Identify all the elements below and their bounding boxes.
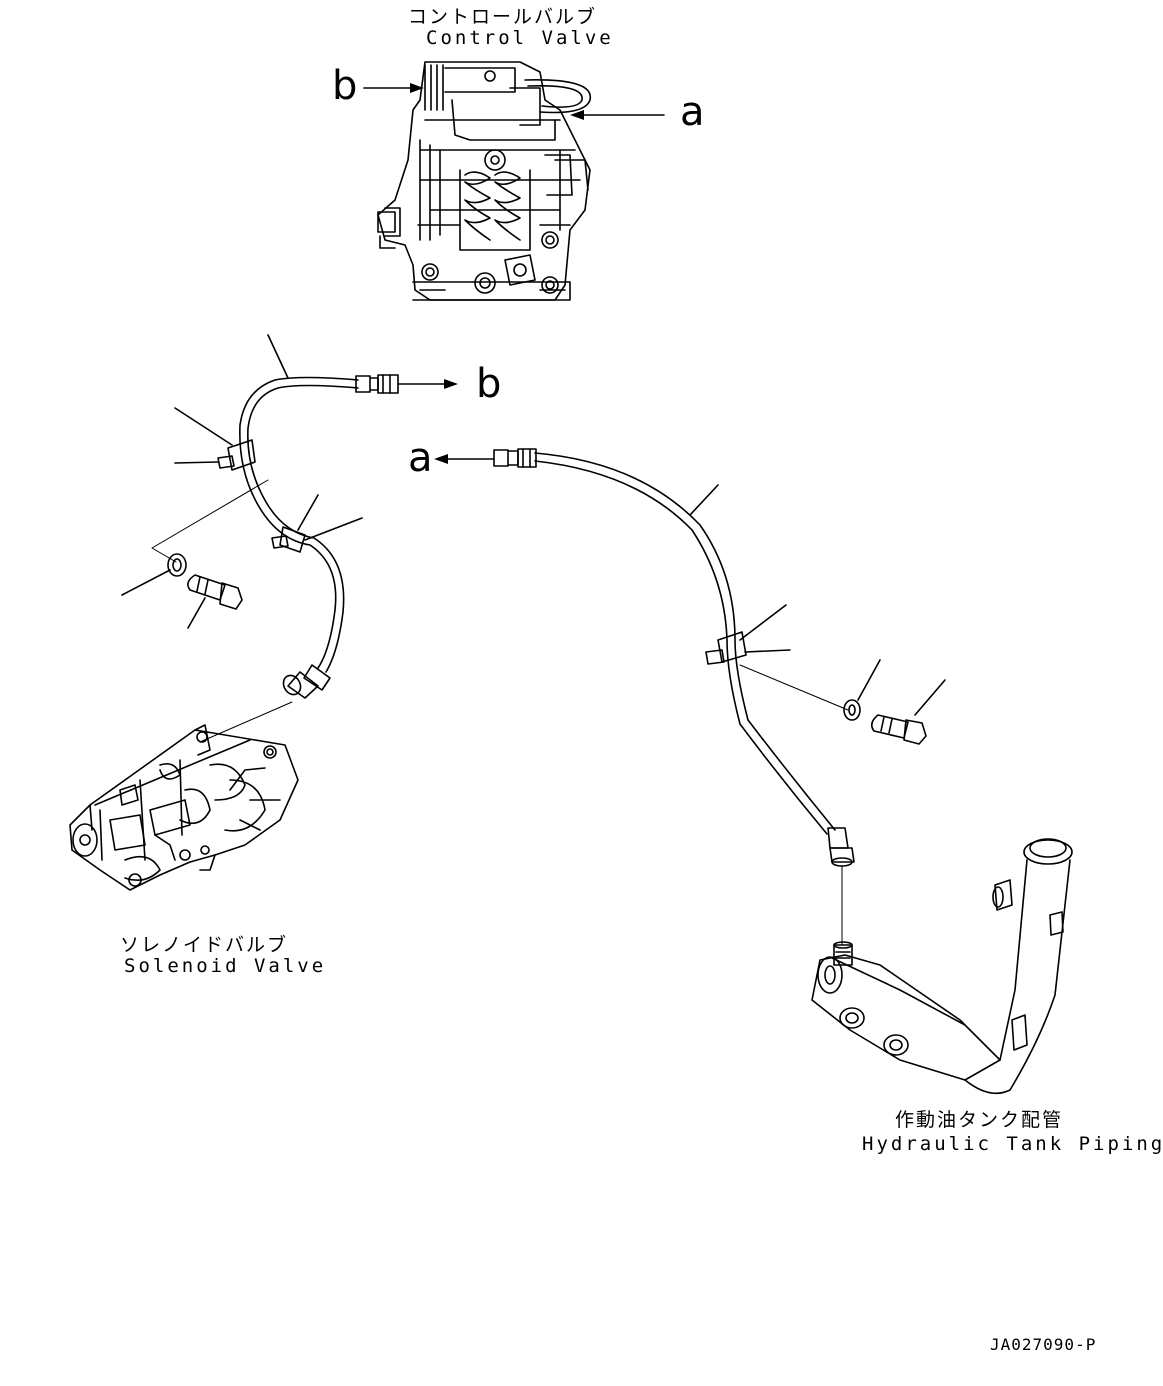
solenoid-valve-drawing <box>70 725 298 890</box>
left-bolt-and-washer <box>168 554 242 609</box>
hydraulic-tank-piping-drawing <box>812 839 1072 1093</box>
hydraulic-tank-piping-label-jp: 作動油タンク配管 <box>895 1109 1064 1131</box>
hose-b-drawing <box>122 335 398 742</box>
hose-a-drawing <box>494 449 945 945</box>
control-valve-port-arrows <box>364 88 664 115</box>
marker-a-control-valve: a <box>680 89 705 135</box>
control-valve-label-jp: コントロールバルブ <box>408 6 598 28</box>
control-valve-label-en: Control Valve <box>426 27 614 49</box>
control-valve-drawing <box>378 62 590 300</box>
marker-b-control-valve: b <box>332 63 358 109</box>
marker-a-hose: a <box>408 435 433 481</box>
solenoid-valve-label-en: Solenoid Valve <box>124 955 327 977</box>
right-bolt-and-washer <box>844 700 926 744</box>
marker-b-hose: b <box>476 361 502 407</box>
hydraulic-tank-piping-label-en: Hydraulic Tank Piping <box>862 1133 1163 1155</box>
solenoid-valve-label-jp: ソレノイドバルブ <box>120 934 289 956</box>
drawing-code: JA027090-P <box>990 1335 1097 1354</box>
